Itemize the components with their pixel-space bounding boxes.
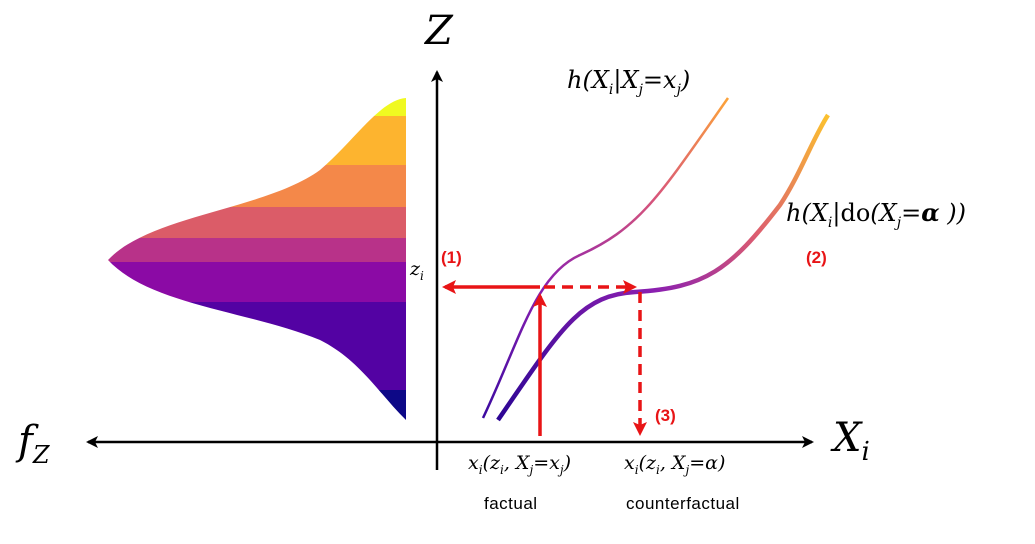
step-1-label: (1): [441, 248, 462, 267]
counterfactual-word: counterfactual: [626, 494, 740, 513]
density-band: [108, 165, 406, 207]
counterfactual-tick-label: xi(zi, Xj=α): [624, 452, 726, 477]
observational-curve: [481, 97, 730, 419]
z-axis-label: Z: [425, 8, 453, 54]
observational-curve-label: h(Xi|Xj=xj): [567, 66, 691, 98]
factual-tick-label: xi(zi, Xj=xj): [468, 452, 571, 477]
density-band: [108, 116, 406, 165]
density-band: [108, 98, 406, 116]
fz-axis-label: fZ: [18, 418, 50, 469]
density-band: [108, 238, 406, 262]
density-band: [108, 390, 406, 420]
step-3-label: (3): [655, 406, 676, 425]
density-band: [108, 207, 406, 238]
interventional-curve-label: h(Xi|do(Xj=α )): [786, 198, 967, 231]
zi-tick-label: zi: [410, 258, 424, 283]
factual-word: factual: [484, 494, 538, 513]
density-fz: [108, 98, 406, 420]
density-band: [108, 262, 406, 302]
interventional-curve: [496, 113, 830, 422]
step-2-label: (2): [806, 248, 827, 267]
xi-axis-label: Xi: [833, 415, 870, 467]
density-band: [108, 302, 406, 390]
